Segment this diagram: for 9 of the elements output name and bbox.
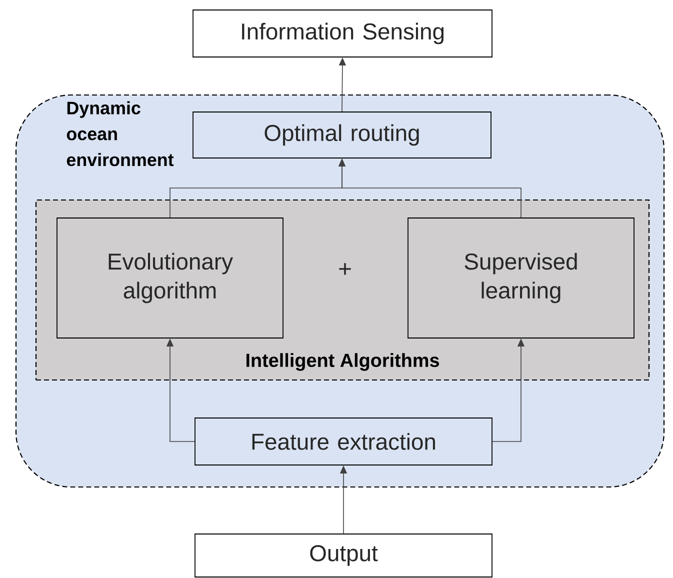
region-heading: Dynamic ocean environment [66, 101, 174, 166]
process-box: Information Sensing [192, 10, 492, 58]
process-box: Supervised learning [408, 218, 634, 338]
process-box: Feature extraction [194, 418, 492, 466]
plus-sign: + [339, 263, 351, 275]
process-box: Optimal routing [192, 112, 492, 158]
process-box: Output [194, 534, 492, 578]
process-box: Evolutionary algorithm [56, 218, 284, 338]
region-heading: Intelligent Algorithms [246, 353, 439, 371]
